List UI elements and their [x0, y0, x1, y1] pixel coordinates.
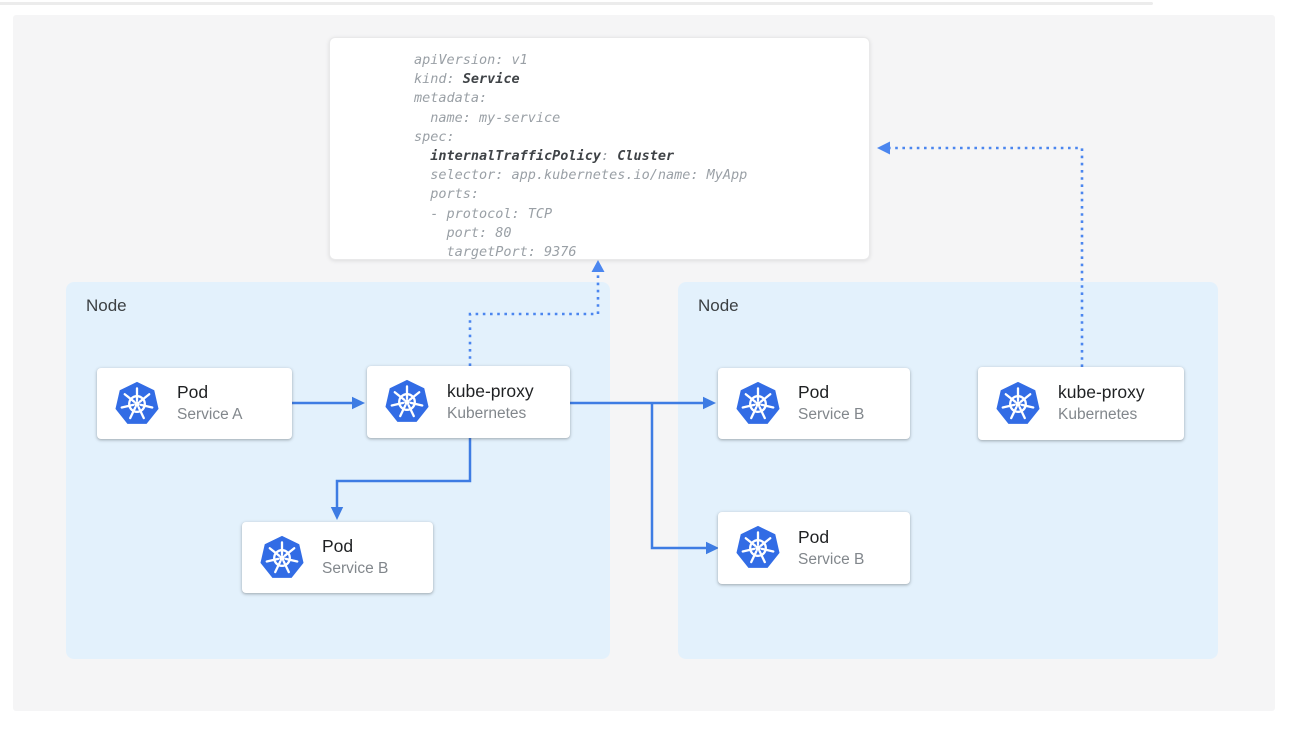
- kube-proxy-card-left: kube-proxy Kubernetes: [367, 366, 570, 438]
- code-text: metadata:: [414, 90, 488, 107]
- card-title: Pod: [798, 526, 830, 547]
- code-text: port: 80: [414, 224, 512, 241]
- code-line: apiVersion: v1: [414, 51, 869, 70]
- code-text: ports:: [414, 186, 480, 203]
- card-subtitle: Service B: [798, 406, 865, 423]
- kubernetes-icon: [736, 381, 780, 424]
- pod-service-b-card-right-bottom: Pod Service B: [718, 512, 910, 584]
- code-text-bold: Cluster: [617, 148, 675, 165]
- node-label: Node: [698, 296, 739, 315]
- node-box-left: Node Pod Service A: [66, 282, 610, 659]
- card-subtitle: Service B: [322, 560, 389, 577]
- card-title: kube-proxy: [447, 380, 534, 401]
- card-subtitle: Service A: [177, 406, 243, 423]
- pod-service-a-card: Pod Service A: [97, 368, 292, 439]
- code-text: targetPort: 9376: [414, 244, 577, 261]
- card-title: Pod: [177, 382, 209, 402]
- code-text-bold: internalTrafficPolicy: [430, 148, 601, 165]
- card-title: kube-proxy: [1058, 382, 1145, 402]
- card-title: Pod: [798, 382, 830, 402]
- code-line: targetPort: 9376: [414, 243, 869, 262]
- code-line: name: my-service: [414, 109, 869, 128]
- code-line: metadata:: [414, 89, 869, 108]
- code-text: spec:: [414, 128, 455, 145]
- code-text: [414, 148, 430, 164]
- kubernetes-icon: [736, 525, 780, 568]
- code-text: :: [600, 148, 618, 165]
- card-subtitle: Kubernetes: [447, 404, 527, 422]
- kubernetes-icon: [260, 535, 304, 578]
- code-text: - protocol: TCP: [414, 205, 553, 222]
- code-line: port: 80: [414, 224, 869, 243]
- code-line: - protocol: TCP: [414, 205, 869, 224]
- top-divider-line: [0, 2, 1153, 5]
- code-text-bold: Service: [462, 71, 520, 88]
- card-subtitle: Service B: [798, 550, 865, 568]
- code-line: internalTrafficPolicy: Cluster: [414, 147, 869, 166]
- card-title: Pod: [322, 536, 354, 556]
- code-text: apiVersion: v1: [414, 52, 528, 68]
- node-box-right: Node Pod Service B: [678, 282, 1218, 659]
- code-line: spec:: [414, 128, 869, 147]
- code-text: selector: app.kubernetes.io/name: MyApp: [414, 167, 748, 184]
- card-subtitle: Kubernetes: [1058, 406, 1138, 423]
- pod-service-b-card-right-top: Pod Service B: [718, 368, 910, 439]
- service-manifest-card: apiVersion: v1 kind: Service metadata: n…: [329, 37, 870, 260]
- node-label: Node: [86, 296, 127, 315]
- code-text: name: my-service: [414, 109, 561, 126]
- kubernetes-icon: [115, 381, 159, 424]
- kube-proxy-card-right: kube-proxy Kubernetes: [978, 367, 1184, 440]
- code-line: kind: Service: [414, 70, 869, 89]
- code-line: ports:: [414, 185, 869, 204]
- pod-service-b-card-left: Pod Service B: [242, 522, 433, 593]
- kubernetes-icon: [385, 379, 429, 422]
- code-text: kind:: [414, 71, 463, 88]
- kubernetes-icon: [996, 381, 1040, 424]
- code-line: selector: app.kubernetes.io/name: MyApp: [414, 166, 869, 185]
